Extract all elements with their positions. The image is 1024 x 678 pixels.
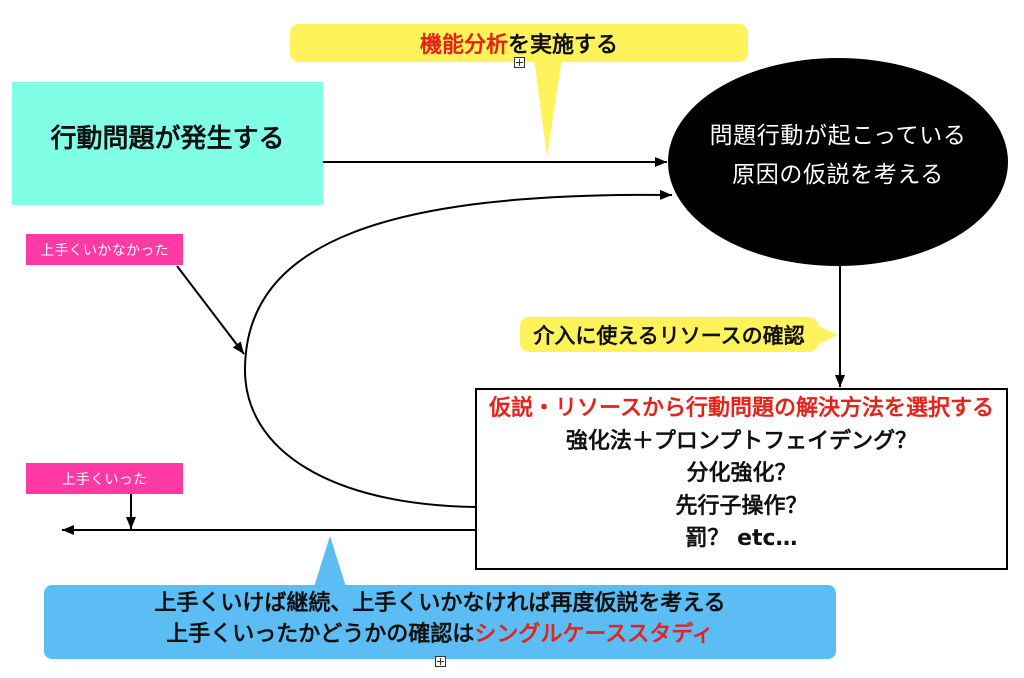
solution-option: 分化強化？ xyxy=(686,461,797,486)
solution-option: 強化法＋プロンプトフェイデング？ xyxy=(565,428,918,454)
evaluation-line-2: 上手くいったかどうかの確認はシングルケーススタディ xyxy=(166,619,713,650)
hypothesis-line-1: 問題行動が起こっている xyxy=(709,123,967,149)
callout-highlight: 機能分析 xyxy=(419,33,508,58)
hypothesis-line-2: 原因の仮説を考える xyxy=(732,162,944,188)
top-callout-tail xyxy=(534,58,562,157)
success-label-text: 上手くいった xyxy=(61,471,148,488)
callout-text: を実施する xyxy=(508,33,619,58)
success-label: 上手くいった xyxy=(26,463,183,494)
solution-heading: 仮説・リソースから行動問題の解決方法を選択する xyxy=(489,396,994,421)
hypothesis-ellipse: 問題行動が起こっている 原因の仮説を考える xyxy=(668,58,1008,266)
failure-label-text: 上手くいかなかった xyxy=(40,242,169,259)
retry-loop-arrow xyxy=(243,189,673,508)
solution-option: 先行子操作？ xyxy=(675,493,808,519)
bottom-callout-tail xyxy=(313,536,347,590)
arrow-failure-to-loop xyxy=(176,265,245,355)
problem-occurs-label: 行動問題が発生する xyxy=(50,124,285,154)
evaluation-callout: 上手くいけば継続、上手くいかなければ再度仮説を考える 上手くいったかどうかの確認… xyxy=(44,585,836,659)
evaluation-line-2-highlight: シングルケーススタディ xyxy=(474,622,714,647)
solution-option: 罰？ etc… xyxy=(685,526,798,551)
plus-square-icon xyxy=(435,656,446,667)
failure-label: 上手くいかなかった xyxy=(26,234,183,265)
resource-check-callout: 介入に使えるリソースの確認 xyxy=(520,317,818,352)
function-analysis-callout: 機能分析を実施する xyxy=(290,24,748,62)
solution-selection-box: 仮説・リソースから行動問題の解決方法を選択する 強化法＋プロンプトフェイデング？… xyxy=(475,388,1008,570)
plus-square-icon xyxy=(514,57,525,68)
evaluation-line-2-text: 上手くいったかどうかの確認は xyxy=(166,622,475,647)
resource-check-text: 介入に使えるリソースの確認 xyxy=(533,323,805,348)
evaluation-line-1: 上手くいけば継続、上手くいかなければ再度仮説を考える xyxy=(154,591,726,616)
problem-occurs-box: 行動問題が発生する xyxy=(12,82,323,205)
